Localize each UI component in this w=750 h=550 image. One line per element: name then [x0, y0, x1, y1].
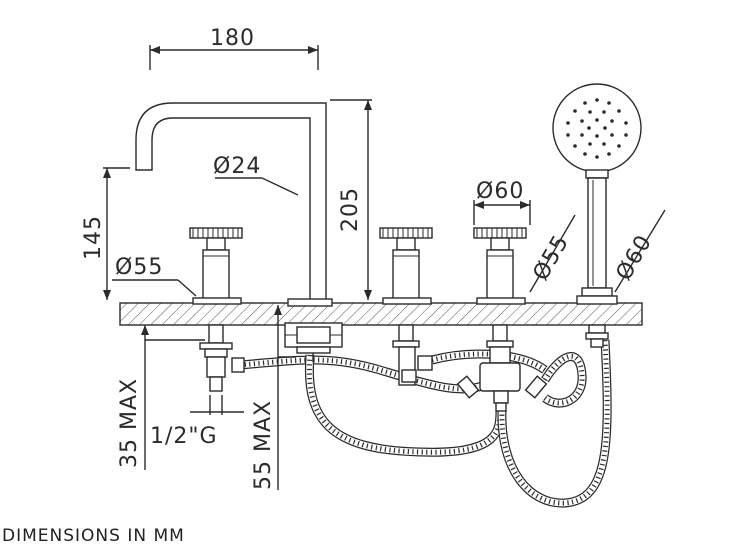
hand-shower [552, 83, 642, 348]
dim-spout-height: 205 [338, 187, 363, 232]
dim-left-rosette: Ø55 [115, 255, 163, 280]
dim-spout-max: 55 MAX [251, 400, 276, 490]
dim-handle-height: 145 [81, 215, 106, 260]
spout [135, 102, 343, 362]
shower-nozzles [566, 98, 628, 159]
dim-shower-rosette: Ø60 [612, 231, 658, 285]
middle-valve [379, 227, 433, 386]
braided-hoses [239, 339, 612, 508]
dim-middle-rosette: Ø55 [529, 231, 575, 285]
dim-spout-reach: 180 [210, 26, 255, 51]
deck-plate [119, 302, 643, 326]
dim-left-thread: 1/2"G [150, 424, 218, 449]
diverter [456, 362, 548, 412]
right-valve [473, 227, 527, 364]
units-note: DIMENSIONS IN MM [2, 526, 185, 546]
left-valve [189, 227, 245, 392]
dim-spout-diameter: Ø24 [213, 154, 261, 179]
dim-handle-width: Ø60 [476, 179, 524, 204]
dimension-lines [103, 45, 666, 490]
dim-left-max: 35 MAX [117, 378, 142, 468]
